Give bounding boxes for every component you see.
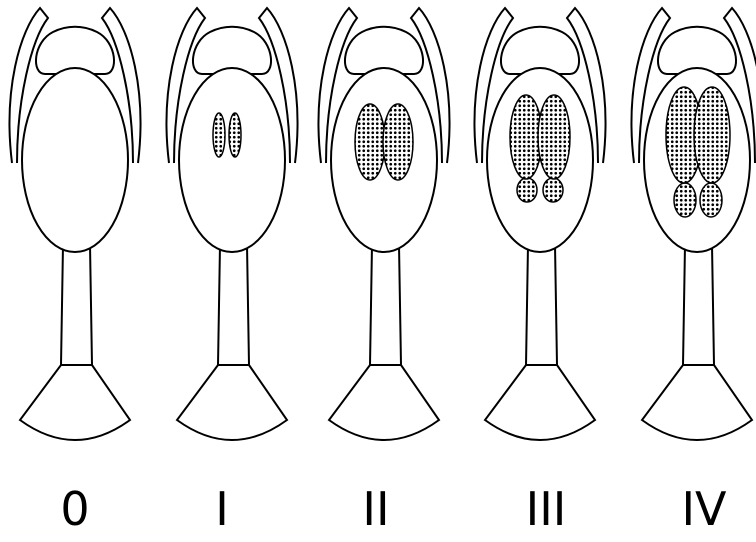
stage-label-ii: II (336, 486, 416, 532)
spot-upper-left (213, 113, 225, 157)
spot-lower-right (543, 178, 563, 202)
spot-lower-left (674, 183, 696, 217)
stage-label-iii: III (506, 486, 586, 532)
stage-label-0: 0 (35, 486, 115, 532)
spot-upper-left (510, 95, 542, 179)
stage-0-figure (10, 8, 141, 440)
stage-ii-figure (319, 8, 450, 440)
spot-upper-left (355, 104, 385, 180)
spot-upper-right (229, 113, 241, 157)
spot-lower-left (517, 178, 537, 202)
spot-upper-right (694, 87, 730, 183)
stage-i-figure (167, 8, 298, 440)
stage-iii-figure (475, 8, 606, 440)
spot-upper-right (383, 104, 413, 180)
stage-iv-figure (632, 8, 756, 440)
stage-label-i: I (182, 486, 262, 532)
spot-lower-right (700, 183, 722, 217)
spot-upper-right (538, 95, 570, 179)
stage-label-iv: IV (664, 486, 744, 532)
